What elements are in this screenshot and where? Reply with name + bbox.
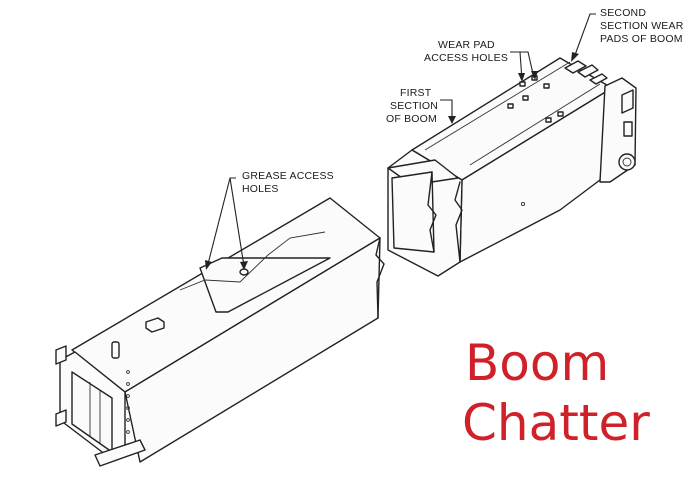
title-line-1: Boom (465, 334, 609, 392)
label-second-section-1: SECOND (600, 7, 646, 19)
label-first-section-3: OF BOOM (386, 113, 437, 125)
first-section-boom (387, 57, 637, 277)
base-section-boom (55, 197, 385, 467)
title-line-2: Chatter (462, 394, 650, 452)
label-second-section-3: PADS OF BOOM (600, 33, 683, 45)
label-first-section-2: SECTION (390, 100, 438, 112)
label-grease-2: HOLES (242, 183, 279, 195)
label-grease-1: GREASE ACCESS (242, 170, 334, 182)
label-first-section-1: FIRST (400, 87, 432, 99)
label-second-section-2: SECTION WEAR (600, 20, 684, 32)
leader-lines (205, 13, 596, 270)
label-wear-pad-1: WEAR PAD (438, 39, 495, 51)
label-wear-pad-2: ACCESS HOLES (424, 52, 508, 64)
